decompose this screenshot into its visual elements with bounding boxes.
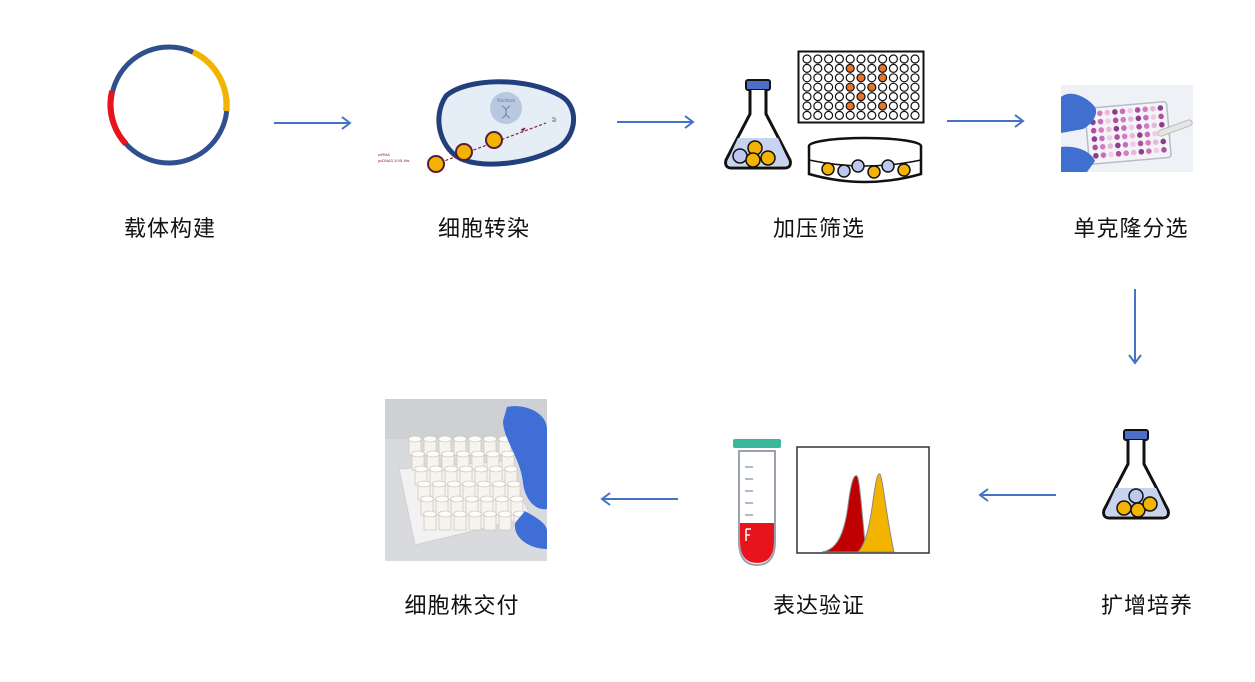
legend-plasmid: pcDNA3.1/V5-His bbox=[378, 158, 409, 163]
arrow-down-icon bbox=[1127, 287, 1143, 367]
cryobox-photo bbox=[385, 399, 547, 561]
step-label-clone: 单克隆分选 bbox=[1073, 217, 1189, 242]
arrow-left-icon bbox=[976, 487, 1058, 503]
step-label-transfection: 细胞转染 bbox=[437, 217, 531, 242]
legend-mrna: mRNA bbox=[378, 152, 390, 157]
flask-icon bbox=[722, 78, 794, 173]
svg-text:ᕲ: ᕲ bbox=[552, 117, 557, 124]
transfection-cell-icon: Nucleus ᕲ mRNA pcDNA3.1/V5-His bbox=[376, 78, 581, 178]
step-label-delivery: 细胞株交付 bbox=[404, 594, 520, 619]
step-label-selection: 加压筛选 bbox=[772, 217, 866, 242]
well-plate-icon bbox=[797, 50, 925, 124]
step-label-vector: 载体构建 bbox=[123, 217, 217, 242]
sample-tube-icon bbox=[731, 437, 783, 569]
plasmid-icon bbox=[104, 43, 234, 168]
nucleus-label: Nucleus bbox=[497, 98, 516, 104]
petri-dish-icon bbox=[806, 136, 924, 186]
clone-selection-photo bbox=[1061, 85, 1193, 172]
arrow-right-icon bbox=[945, 113, 1027, 129]
step-label-validation: 表达验证 bbox=[772, 594, 866, 619]
step-label-expansion: 扩增培养 bbox=[1100, 594, 1194, 619]
arrow-right-icon bbox=[272, 115, 354, 131]
expansion-flask-icon bbox=[1100, 428, 1172, 523]
arrow-right-icon bbox=[615, 114, 697, 130]
arrow-left-icon bbox=[598, 491, 680, 507]
flow-histogram-icon bbox=[796, 446, 930, 554]
